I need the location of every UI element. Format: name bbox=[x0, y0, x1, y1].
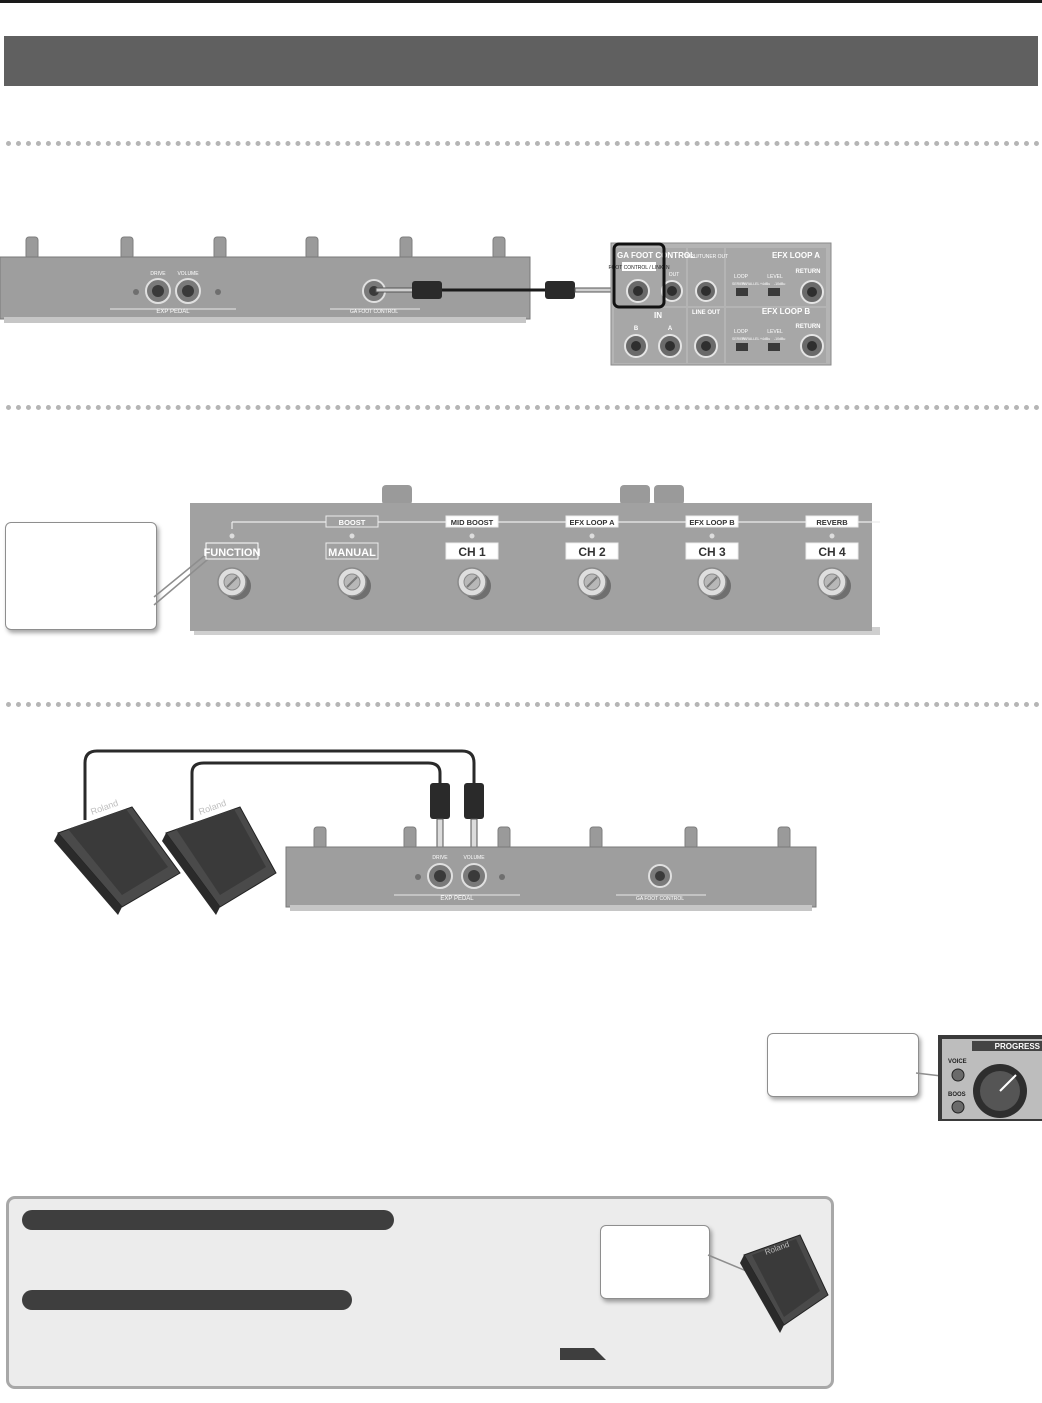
parallel-b-label: PARALLEL bbox=[742, 337, 759, 341]
header-box bbox=[445, 515, 499, 528]
loop-a-label: LOOP bbox=[734, 274, 749, 280]
button-label-box bbox=[685, 542, 739, 560]
level-b-label: LEVEL bbox=[767, 329, 783, 335]
foot-controller-top-panel: BOOST MID BOOST EFX LOOP A EFX LOOP B REVERB… bbox=[153, 485, 880, 635]
section-title-bar bbox=[4, 36, 1038, 86]
footswitch-label-5: CH 4 bbox=[818, 545, 846, 559]
progress-callout bbox=[767, 1033, 919, 1097]
tip-heading-2 bbox=[22, 1290, 352, 1310]
pedal-callout bbox=[600, 1225, 710, 1299]
button-label-box bbox=[565, 542, 619, 560]
dotted-divider-2 bbox=[6, 405, 1040, 410]
volume-label-c: VOLUME bbox=[463, 855, 485, 861]
button-label-box bbox=[445, 542, 499, 560]
function-callout bbox=[5, 522, 157, 630]
series-b-label: SERIES bbox=[732, 337, 746, 341]
drive-jack bbox=[145, 278, 171, 304]
footswitch-label-4: CH 3 bbox=[698, 545, 726, 559]
line-out-label: LINE OUT bbox=[692, 310, 720, 316]
volume-jack bbox=[175, 278, 201, 304]
footswitch-3[interactable] bbox=[577, 567, 611, 600]
header-box bbox=[325, 515, 379, 528]
button-header-2: MID BOOST bbox=[451, 518, 494, 527]
plus4-b-label: +4dBu bbox=[760, 337, 770, 341]
plus4-a-label: +4dBu bbox=[760, 282, 770, 286]
button-label-box bbox=[805, 542, 859, 560]
foot-control-label-c: GA FOOT CONTROL bbox=[636, 896, 684, 902]
out-label: OUT bbox=[669, 272, 680, 278]
voice-label: VOICE bbox=[948, 1059, 967, 1065]
footswitch-label-2: CH 1 bbox=[458, 545, 486, 559]
footswitch-5[interactable] bbox=[817, 567, 851, 600]
highlight-box bbox=[612, 242, 666, 309]
volume-label: VOLUME bbox=[177, 271, 199, 277]
in-label: IN bbox=[654, 311, 662, 320]
pedal-thumbnail: Roland bbox=[707, 1234, 829, 1333]
led-indicator bbox=[829, 533, 835, 539]
progress-knob-panel: PROGRESS VOICE BOOS bbox=[915, 1035, 1042, 1121]
loop-b-label: LOOP bbox=[734, 329, 749, 335]
header-box bbox=[565, 515, 619, 528]
footswitch-1[interactable] bbox=[337, 567, 371, 600]
return-a-label: RETURN bbox=[796, 269, 821, 275]
button-header-3: EFX LOOP A bbox=[569, 518, 615, 527]
level-a-label: LEVEL bbox=[767, 274, 783, 280]
drive-label: DRIVE bbox=[150, 271, 166, 277]
dotted-divider-3 bbox=[6, 702, 1040, 707]
button-header-1: BOOST bbox=[339, 518, 366, 527]
parallel-a-label: PARALLEL bbox=[742, 282, 759, 286]
efx-loop-b-label: EFX LOOP B bbox=[762, 307, 811, 316]
efx-loop-a-label: EFX LOOP A bbox=[772, 251, 820, 260]
drive-label-c: DRIVE bbox=[432, 855, 448, 861]
led-indicator bbox=[469, 533, 475, 539]
return-b-label: RETURN bbox=[796, 324, 821, 330]
dotted-divider-1 bbox=[6, 141, 1040, 146]
header-box bbox=[685, 515, 739, 528]
expression-pedal-1: Roland bbox=[54, 798, 181, 915]
led-indicator bbox=[589, 533, 595, 539]
minus10-b-label: -10dBu bbox=[774, 337, 785, 341]
jack-b-label: B bbox=[634, 326, 639, 332]
footswitch-0[interactable] bbox=[217, 567, 251, 600]
exp-pedal-label-c: EXP PEDAL bbox=[440, 896, 474, 902]
expression-pedal-diagram: Roland Roland DRIVE VOLUME EXP PEDAL GA … bbox=[54, 749, 817, 915]
ga-foot-control-label: GA FOOT CONTROL bbox=[617, 251, 695, 260]
exp-pedal-label: EXP PEDAL bbox=[156, 309, 190, 315]
footswitch-2[interactable] bbox=[457, 567, 491, 600]
footswitch-label-1: MANUAL bbox=[328, 547, 376, 559]
progress-label: PROGRESS bbox=[995, 1042, 1041, 1051]
footswitch-label-3: CH 2 bbox=[578, 545, 606, 559]
button-label-box bbox=[325, 542, 379, 560]
tip-heading-1 bbox=[22, 1210, 394, 1230]
led-indicator bbox=[349, 533, 355, 539]
arrow-icon bbox=[560, 1348, 606, 1360]
link-cable bbox=[375, 281, 616, 299]
button-header-5: REVERB bbox=[816, 518, 848, 527]
footswitch-4[interactable] bbox=[697, 567, 731, 600]
boost-label: BOOS bbox=[948, 1092, 966, 1098]
series-a-label: SERIES bbox=[732, 282, 746, 286]
jack-a-label: A bbox=[668, 326, 673, 332]
button-header-4: EFX LOOP B bbox=[689, 518, 735, 527]
expression-pedal-2: Roland bbox=[162, 798, 277, 915]
minus10-a-label: -10dBu bbox=[774, 282, 785, 286]
header-box bbox=[805, 515, 859, 528]
top-rule bbox=[0, 0, 1042, 3]
thru-tuner-out-label: THRU/TUNER OUT bbox=[684, 254, 728, 260]
led-indicator bbox=[229, 533, 235, 539]
button-label-box bbox=[205, 542, 259, 560]
foot-control-label: GA FOOT CONTROL bbox=[350, 309, 398, 315]
led-indicator bbox=[709, 533, 715, 539]
amp-rear-panel: GA FOOT CONTROL FOOT CONTROL / LINK IN O… bbox=[608, 242, 832, 366]
foot-control-link-in-label: FOOT CONTROL / LINK IN bbox=[608, 265, 670, 271]
footswitch-label-0: FUNCTION bbox=[204, 547, 261, 559]
